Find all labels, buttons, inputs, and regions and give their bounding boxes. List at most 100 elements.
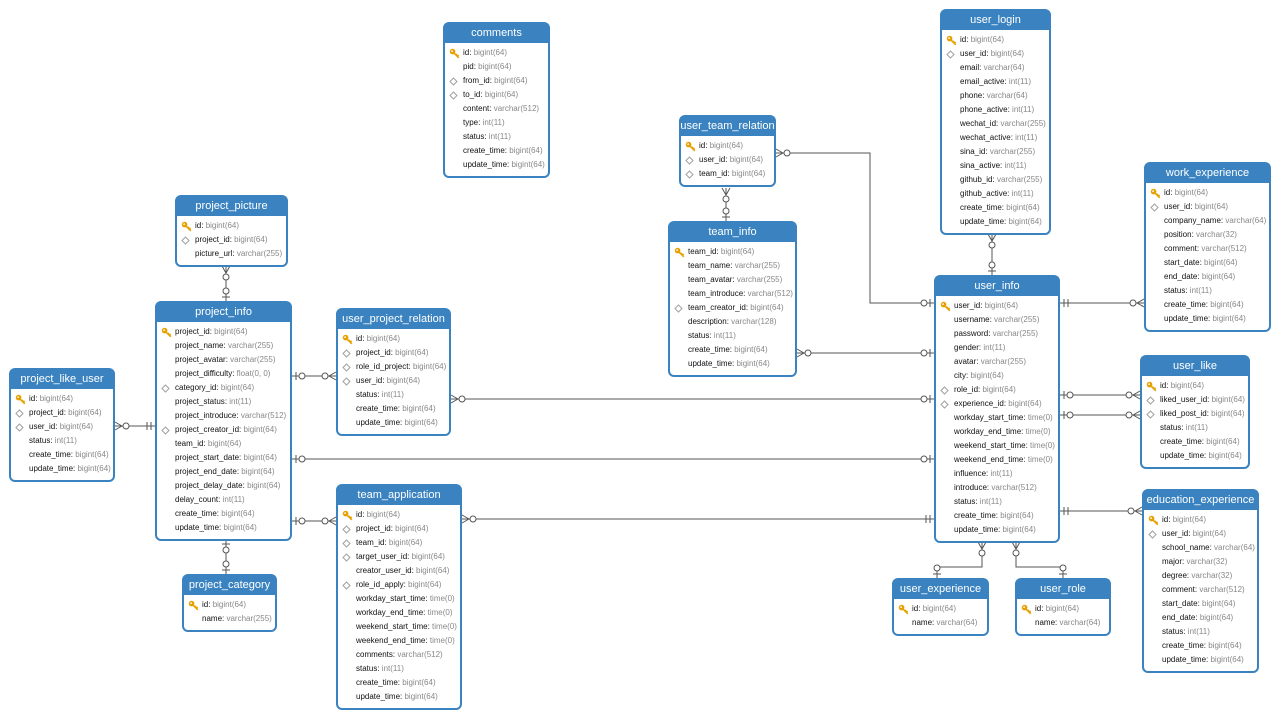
- field-row[interactable]: create_time: bigint(64): [940, 509, 1054, 523]
- field-row[interactable]: create_time: bigint(64): [1150, 298, 1265, 312]
- field-row[interactable]: user_id: bigint(64): [1148, 527, 1253, 541]
- field-row[interactable]: avatar: varchar(255): [940, 355, 1054, 369]
- field-row[interactable]: workday_start_time: time(0): [940, 411, 1054, 425]
- field-row[interactable]: target_user_id: bigint(64): [342, 550, 456, 564]
- field-row[interactable]: project_difficulty: float(0, 0): [161, 367, 286, 381]
- field-row[interactable]: user_id: bigint(64): [1150, 200, 1265, 214]
- field-row[interactable]: team_id: bigint(64): [674, 245, 791, 259]
- field-row[interactable]: id: bigint(64): [449, 46, 544, 60]
- field-row[interactable]: team_id: bigint(64): [161, 437, 286, 451]
- field-row[interactable]: role_id_apply: bigint(64): [342, 578, 456, 592]
- field-row[interactable]: create_time: bigint(64): [1148, 639, 1253, 653]
- field-row[interactable]: update_time: bigint(64): [342, 416, 445, 430]
- field-row[interactable]: liked_user_id: bigint(64): [1146, 393, 1245, 407]
- field-row[interactable]: create_time: bigint(64): [342, 402, 445, 416]
- field-row[interactable]: create_time: bigint(64): [946, 201, 1045, 215]
- field-row[interactable]: from_id: bigint(64): [449, 74, 544, 88]
- field-row[interactable]: project_introduce: varchar(512): [161, 409, 286, 423]
- field-row[interactable]: github_id: varchar(255): [946, 173, 1045, 187]
- field-row[interactable]: name: varchar(64): [1021, 616, 1105, 630]
- field-row[interactable]: create_time: bigint(64): [449, 144, 544, 158]
- field-row[interactable]: comment: varchar(512): [1150, 242, 1265, 256]
- field-row[interactable]: start_date: bigint(64): [1150, 256, 1265, 270]
- field-row[interactable]: weekend_start_time: time(0): [940, 439, 1055, 453]
- field-row[interactable]: content: varchar(512): [449, 102, 544, 116]
- field-row[interactable]: github_active: int(11): [946, 187, 1045, 201]
- field-row[interactable]: status: int(11): [940, 495, 1054, 509]
- field-row[interactable]: end_date: bigint(64): [1150, 270, 1265, 284]
- field-row[interactable]: update_time: bigint(64): [674, 357, 791, 371]
- field-row[interactable]: gender: int(11): [940, 341, 1054, 355]
- field-row[interactable]: status: int(11): [449, 130, 544, 144]
- field-row[interactable]: username: varchar(255): [940, 313, 1054, 327]
- field-row[interactable]: end_date: bigint(64): [1148, 611, 1253, 625]
- field-row[interactable]: role_id: bigint(64): [940, 383, 1054, 397]
- field-row[interactable]: project_name: varchar(255): [161, 339, 286, 353]
- field-row[interactable]: delay_count: int(11): [161, 493, 286, 507]
- field-row[interactable]: description: varchar(128): [674, 315, 791, 329]
- field-row[interactable]: update_time: bigint(64): [1150, 312, 1265, 326]
- field-row[interactable]: major: varchar(32): [1148, 555, 1253, 569]
- field-row[interactable]: email: varchar(64): [946, 61, 1045, 75]
- field-row[interactable]: project_delay_date: bigint(64): [161, 479, 286, 493]
- field-row[interactable]: position: varchar(32): [1150, 228, 1265, 242]
- field-row[interactable]: update_time: bigint(64): [449, 158, 545, 172]
- field-row[interactable]: start_date: bigint(64): [1148, 597, 1253, 611]
- field-row[interactable]: team_introduce: varchar(512): [674, 287, 793, 301]
- field-row[interactable]: create_time: bigint(64): [15, 448, 109, 462]
- field-row[interactable]: project_creator_id: bigint(64): [161, 423, 286, 437]
- field-row[interactable]: id: bigint(64): [342, 332, 445, 346]
- field-row[interactable]: project_id: bigint(64): [181, 233, 282, 247]
- field-row[interactable]: create_time: bigint(64): [1146, 435, 1244, 449]
- field-row[interactable]: workday_start_time: time(0): [342, 592, 456, 606]
- field-row[interactable]: influence: int(11): [940, 467, 1054, 481]
- field-row[interactable]: liked_post_id: bigint(64): [1146, 407, 1245, 421]
- field-row[interactable]: company_name: varchar(64): [1150, 214, 1266, 228]
- field-row[interactable]: update_time: bigint(64): [1146, 449, 1244, 463]
- field-row[interactable]: project_status: int(11): [161, 395, 286, 409]
- field-row[interactable]: team_creator_id: bigint(64): [674, 301, 791, 315]
- field-row[interactable]: name: varchar(255): [188, 612, 272, 626]
- field-row[interactable]: id: bigint(64): [1150, 186, 1265, 200]
- field-row[interactable]: degree: varchar(32): [1148, 569, 1253, 583]
- field-row[interactable]: id: bigint(64): [946, 33, 1045, 47]
- field-row[interactable]: project_end_date: bigint(64): [161, 465, 286, 479]
- field-row[interactable]: id: bigint(64): [181, 219, 282, 233]
- field-row[interactable]: weekend_start_time: time(0): [342, 620, 457, 634]
- field-row[interactable]: status: int(11): [15, 434, 109, 448]
- field-row[interactable]: wechat_active: int(11): [946, 131, 1045, 145]
- field-row[interactable]: status: int(11): [674, 329, 791, 343]
- field-row[interactable]: team_name: varchar(255): [674, 259, 791, 273]
- field-row[interactable]: id: bigint(64): [15, 392, 109, 406]
- field-row[interactable]: workday_end_time: time(0): [342, 606, 456, 620]
- field-row[interactable]: create_time: bigint(64): [342, 676, 456, 690]
- field-row[interactable]: update_time: bigint(64): [946, 215, 1045, 229]
- field-row[interactable]: update_time: bigint(64): [15, 462, 111, 476]
- field-row[interactable]: status: int(11): [1146, 421, 1244, 435]
- field-row[interactable]: introduce: varchar(512): [940, 481, 1054, 495]
- field-row[interactable]: id: bigint(64): [1148, 513, 1253, 527]
- field-row[interactable]: status: int(11): [342, 388, 445, 402]
- field-row[interactable]: create_time: bigint(64): [674, 343, 791, 357]
- field-row[interactable]: user_id: bigint(64): [946, 47, 1045, 61]
- field-row[interactable]: project_id: bigint(64): [15, 406, 109, 420]
- field-row[interactable]: sina_active: int(11): [946, 159, 1045, 173]
- field-row[interactable]: wechat_id: varchar(255): [946, 117, 1046, 131]
- field-row[interactable]: creator_user_id: bigint(64): [342, 564, 456, 578]
- field-row[interactable]: user_id: bigint(64): [342, 374, 445, 388]
- field-row[interactable]: update_time: bigint(64): [342, 690, 456, 704]
- field-row[interactable]: id: bigint(64): [1146, 379, 1244, 393]
- field-row[interactable]: user_id: bigint(64): [940, 299, 1054, 313]
- field-row[interactable]: update_time: bigint(64): [940, 523, 1054, 537]
